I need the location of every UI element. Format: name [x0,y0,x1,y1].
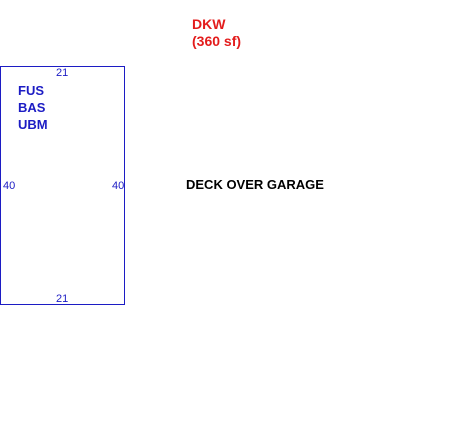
area-code-label: DKW [192,16,226,32]
room-code-list: FUS BAS UBM [18,82,48,133]
room-outline[interactable] [0,66,125,305]
area-size-label: (360 sf) [192,33,242,49]
room-code-fus: FUS [18,83,44,98]
deck-label: DECK OVER GARAGE [186,177,324,192]
room-code-ubm: UBM [18,117,48,132]
room-code-bas: BAS [18,100,46,115]
dimension-left: 40 [3,180,16,192]
dimension-bottom: 21 [56,293,69,305]
dimension-right: 40 [112,180,125,192]
dimension-top: 21 [56,67,69,79]
